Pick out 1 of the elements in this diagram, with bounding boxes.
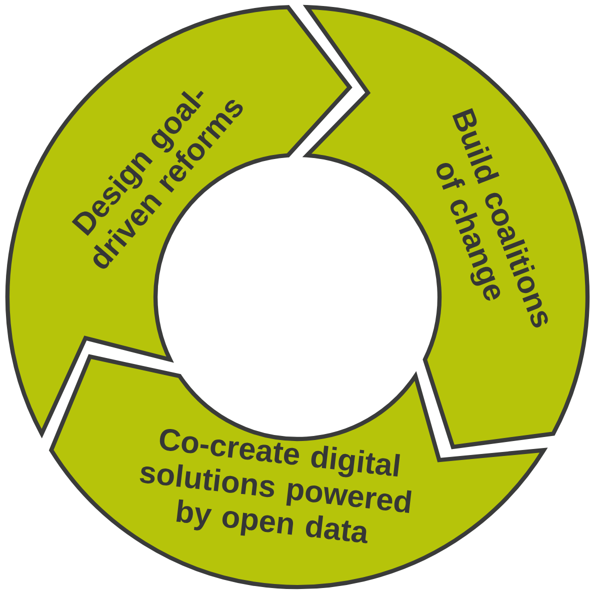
ring-segment: Co-create digital solutions powered by open data	[49, 354, 546, 590]
